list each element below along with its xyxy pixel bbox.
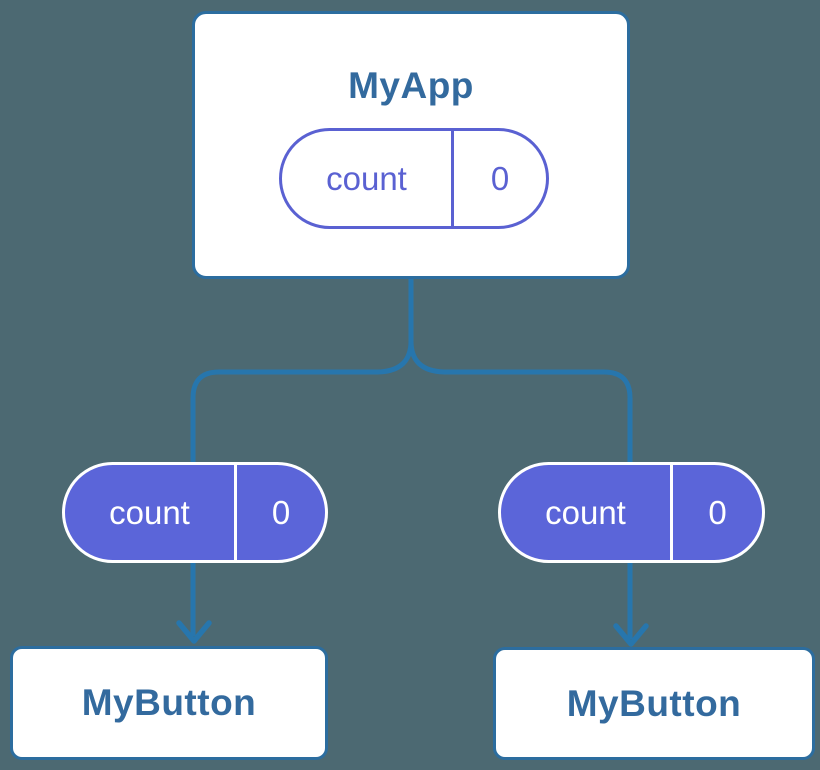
mybutton-node-title: MyButton <box>566 682 742 724</box>
pill-divider <box>451 131 454 226</box>
branch-left-line <box>190 340 414 462</box>
myapp-node: MyApp count 0 <box>192 11 630 279</box>
mybutton-left-state-pill: count 0 <box>62 462 328 563</box>
state-value: 0 <box>708 493 727 531</box>
myapp-state-pill: count 0 <box>279 128 549 229</box>
mybutton-right-state-pill: count 0 <box>498 462 765 563</box>
state-key-label: count <box>545 493 626 531</box>
state-key-label: count <box>326 159 407 197</box>
state-value: 0 <box>271 493 291 531</box>
pill-divider <box>670 465 673 560</box>
mybutton-node-title: MyButton <box>81 682 257 723</box>
myapp-node-title: MyApp <box>348 65 474 106</box>
pill-divider <box>234 465 237 560</box>
arrow-left-head <box>176 620 212 644</box>
state-key-label: count <box>109 493 190 531</box>
branch-right-line <box>408 340 633 462</box>
state-value: 0 <box>490 159 510 197</box>
mybutton-node-right: MyButton <box>493 647 815 760</box>
arrow-right-head <box>613 623 649 647</box>
mybutton-node-left: MyButton <box>10 646 328 760</box>
